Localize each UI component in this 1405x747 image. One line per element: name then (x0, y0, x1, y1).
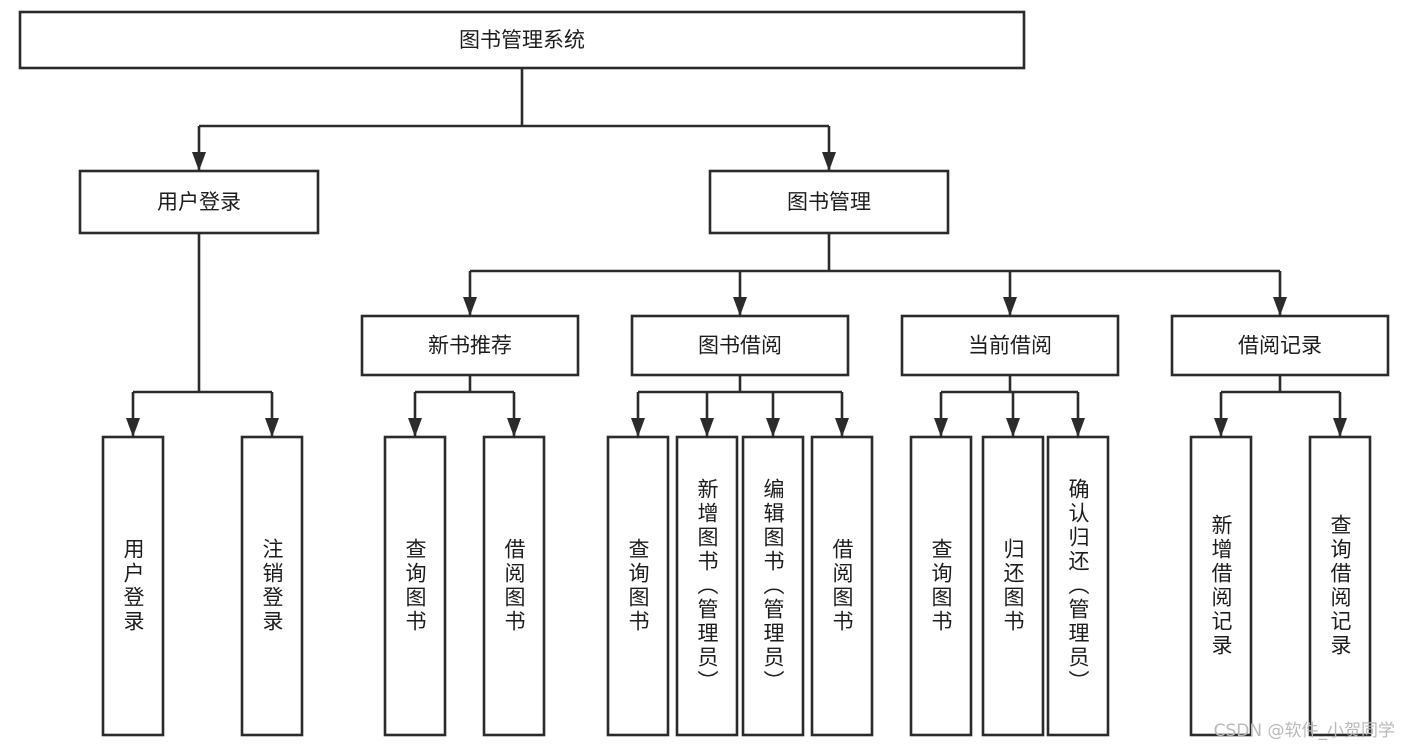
arrow-head-new-book-recommend (463, 297, 477, 316)
csdn-watermark: CSDN @软件_小贺同学 (1213, 721, 1395, 741)
arrow-head-current-borrow (1003, 297, 1017, 316)
node-box-new-book-recommend[interactable] (360, 314, 580, 377)
arrow-head-leaf-query-book-3 (934, 418, 948, 437)
node-box-root[interactable] (18, 10, 1026, 70)
arrow-head-borrow-record (1273, 297, 1287, 316)
node-label-book-manage: 图书管理 (787, 190, 871, 214)
connectors-layer (126, 68, 1347, 437)
node-box-borrow-record[interactable] (1170, 314, 1390, 377)
arrow-head-leaf-logout (265, 418, 279, 437)
node-box-leaf-borrow-book-2[interactable] (810, 435, 874, 737)
node-label-root: 图书管理系统 (459, 28, 585, 52)
node-box-leaf-user-login[interactable] (101, 435, 165, 737)
node-label-book-borrow: 图书借阅 (698, 334, 782, 358)
arrow-head-leaf-edit-book (766, 418, 780, 437)
arrow-head-book-manage (822, 152, 836, 171)
node-box-book-borrow[interactable] (630, 314, 850, 377)
node-box-leaf-borrow-book-1[interactable] (482, 435, 546, 737)
node-box-current-borrow[interactable] (900, 314, 1120, 377)
node-box-leaf-add-record[interactable] (1189, 435, 1253, 737)
arrow-head-leaf-query-book-1 (408, 418, 422, 437)
node-label-new-book-recommend: 新书推荐 (428, 334, 512, 358)
node-label-current-borrow: 当前借阅 (968, 334, 1052, 358)
arrow-head-leaf-add-book (700, 418, 714, 437)
arrow-head-leaf-confirm-return (1071, 418, 1085, 437)
arrow-head-leaf-borrow-book-2 (835, 418, 849, 437)
node-box-leaf-edit-book[interactable] (741, 435, 805, 737)
node-box-leaf-confirm-return[interactable] (1046, 435, 1110, 737)
node-box-leaf-query-book-3[interactable] (909, 435, 973, 737)
node-box-user-login[interactable] (78, 169, 320, 235)
arrow-head-leaf-query-record (1333, 418, 1347, 437)
arrow-head-leaf-user-login (126, 418, 140, 437)
node-box-leaf-query-record[interactable] (1308, 435, 1372, 737)
node-label-user-login: 用户登录 (157, 190, 241, 214)
arrow-head-book-borrow (733, 297, 747, 316)
node-box-book-manage[interactable] (708, 169, 950, 235)
node-box-leaf-query-book-2[interactable] (606, 435, 670, 737)
arrow-head-leaf-borrow-book-1 (507, 418, 521, 437)
arrow-head-leaf-query-book-2 (631, 418, 645, 437)
arrow-head-leaf-return-book (1006, 418, 1020, 437)
node-box-leaf-logout[interactable] (240, 435, 304, 737)
arrow-head-leaf-add-record (1214, 418, 1228, 437)
node-box-leaf-query-book-1[interactable] (383, 435, 447, 737)
node-box-leaf-return-book[interactable] (981, 435, 1045, 737)
boxes-layer (18, 10, 1390, 737)
node-label-borrow-record: 借阅记录 (1238, 334, 1322, 358)
arrow-head-user-login (192, 152, 206, 171)
node-box-leaf-add-book[interactable] (675, 435, 739, 737)
